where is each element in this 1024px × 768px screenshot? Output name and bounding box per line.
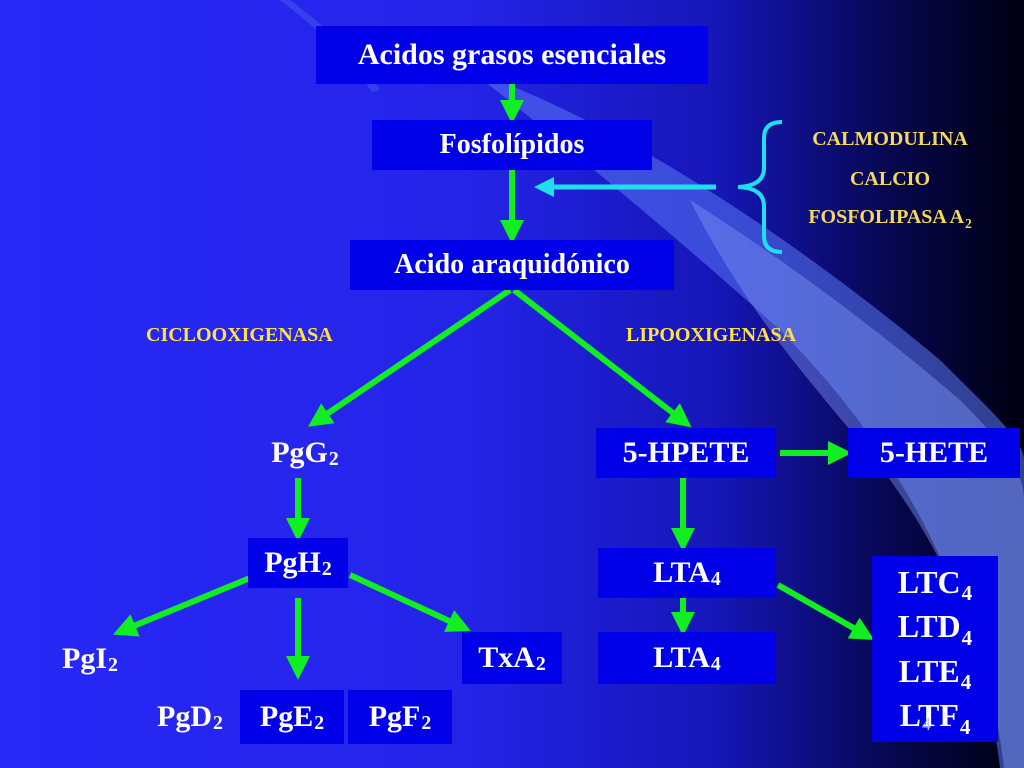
regulator-fosfolipasa: FOSFOLIPASA A2: [750, 206, 1024, 231]
enzyme-cyclooxygenase: CICLOOXIGENASA: [146, 324, 333, 346]
node-pgi-sub: 2: [108, 654, 118, 677]
node-pgh-sub: 2: [321, 558, 332, 581]
node-txa-base: TxA: [478, 641, 535, 674]
node-leukotrienes: LTC4 LTD4 LTE4 LTF4: [872, 556, 998, 742]
node-ltd-base: LTD: [897, 608, 961, 645]
node-lte-sub: 4: [960, 670, 972, 695]
node-ltf-sub: 4: [959, 714, 971, 739]
node-lte: LTE4: [898, 652, 972, 694]
node-lta-upper-sub: 4: [710, 568, 721, 591]
node-pgf-base: PgF: [368, 700, 421, 733]
node-acido-araquidonico: Acido araquidónico: [350, 240, 674, 290]
node-pgh-base: PgH: [264, 546, 321, 579]
node-fosfolipidos: Fosfolípidos: [372, 120, 652, 170]
node-pge-sub: 2: [314, 712, 325, 735]
node-pgg-base: PgG: [271, 436, 328, 469]
regulator-fosfolipasa-sub: 2: [965, 215, 972, 231]
background-ribbon-pale: [690, 200, 1024, 768]
node-ltf-base: LTF: [899, 697, 959, 734]
node-acidos-grasos-label: Acidos grasos esenciales: [357, 38, 667, 71]
node-hpete-label: 5-HPETE: [622, 436, 750, 469]
arrow-lta-to-ltc: [776, 582, 875, 640]
arrow-pgh-to-txa: [348, 572, 471, 632]
node-ltc-base: LTC: [897, 563, 961, 600]
node-acido-araquidonico-label: Acido araquidónico: [394, 249, 630, 280]
slide-number: 4: [922, 714, 931, 734]
node-pgi-base: PgI: [62, 642, 108, 675]
node-acidos-grasos: Acidos grasos esenciales: [316, 26, 708, 84]
node-ltd: LTD4: [897, 608, 972, 649]
arrow-araquidonico-to-pgg: [308, 287, 512, 427]
node-fosfolipidos-label: Fosfolípidos: [439, 129, 585, 160]
regulator-calcio: CALCIO: [849, 168, 930, 190]
node-pge-base: PgE: [259, 700, 314, 733]
node-hete-label: 5-HETE: [879, 436, 989, 469]
node-pgd-sub: 2: [213, 712, 223, 735]
node-hete: 5-HETE: [848, 428, 1020, 478]
node-ltf: LTF4: [899, 697, 971, 738]
background-ribbon-light: [470, 70, 1024, 768]
node-hpete: 5-HPETE: [596, 428, 776, 478]
node-lta-upper-base: LTA: [653, 556, 710, 589]
node-pgg-sub: 2: [328, 448, 339, 471]
node-pgd-base: PgD: [157, 700, 213, 733]
node-lte-base: LTE: [898, 652, 960, 689]
node-lta-lower-base: LTA: [653, 641, 710, 674]
node-pgf-sub: 2: [421, 712, 432, 735]
arrow-araquidonico-to-hpete: [512, 287, 692, 428]
enzyme-lipooxygenase: LIPOOXIGENASA: [626, 324, 797, 346]
node-ltd-sub: 4: [961, 625, 973, 650]
arrow-pgh-to-pgi: [112, 575, 252, 637]
node-txa-sub: 2: [535, 653, 546, 676]
regulator-brace: [737, 120, 783, 254]
regulator-calmodulina: CALMODULINA: [812, 128, 968, 150]
node-lta-lower-sub: 4: [710, 653, 721, 676]
regulator-fosfolipasa-base: FOSFOLIPASA A: [808, 206, 965, 228]
node-ltc: LTC4: [897, 563, 972, 605]
node-ltc-sub: 4: [961, 581, 973, 606]
